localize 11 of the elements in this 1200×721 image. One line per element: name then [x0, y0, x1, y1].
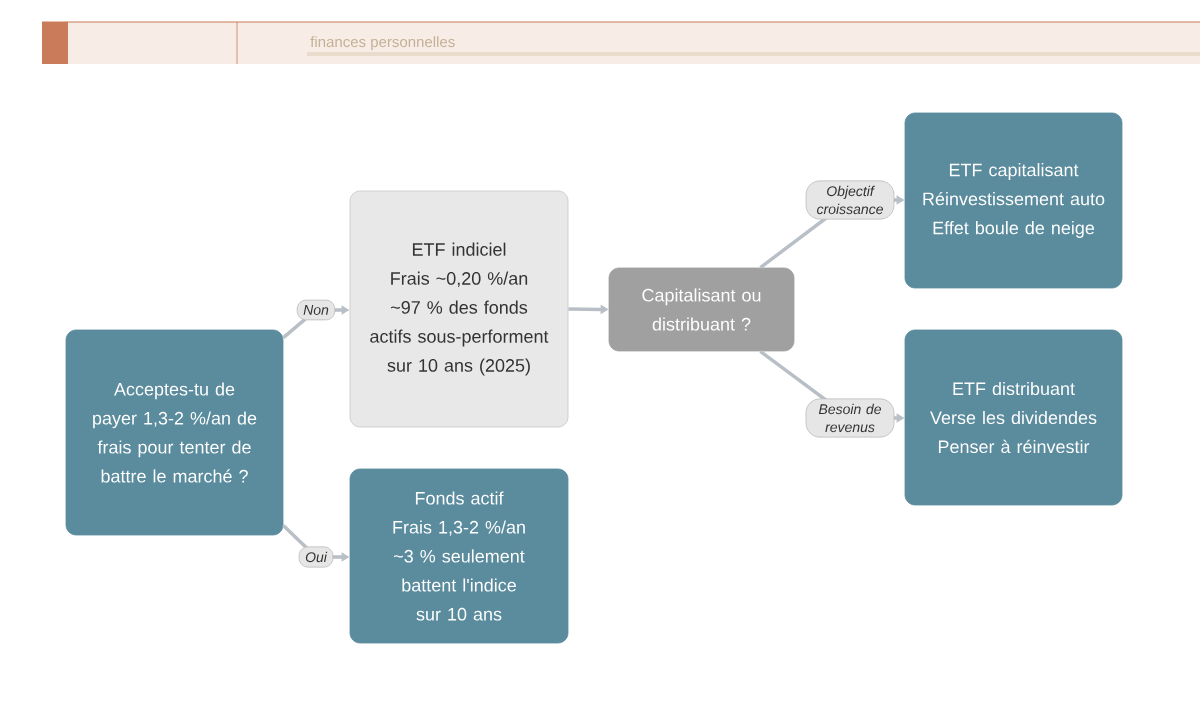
edge-label: Besoin de revenus: [805, 398, 895, 438]
edge-label: Non: [296, 299, 336, 321]
tagline: finances personnelles: [310, 36, 455, 51]
question-box: Capitalisant ou distribuant ?: [608, 267, 795, 352]
info-box: Fonds actif Frais 1,3-2 %/an ~3 % seulement battent l'indice sur 10 ans: [349, 468, 569, 644]
info-box: ETF indiciel Frais ~0,20 %/an ~97 % des fonds actifs sous-performent sur 10 ans (2025): [349, 190, 569, 428]
question-box: Acceptes-tu de payer 1,3-2 %/an de frais pour tenter de battre le marché ?: [65, 329, 284, 536]
result-box: ETF distribuant Verse les dividendes Penser à réinvestir: [904, 329, 1123, 506]
edge-label: Objectif croissance: [805, 180, 895, 220]
result-box: ETF capitalisant Réinvestissement auto Effet boule de neige: [904, 112, 1123, 289]
edge-label: Oui: [298, 546, 334, 568]
